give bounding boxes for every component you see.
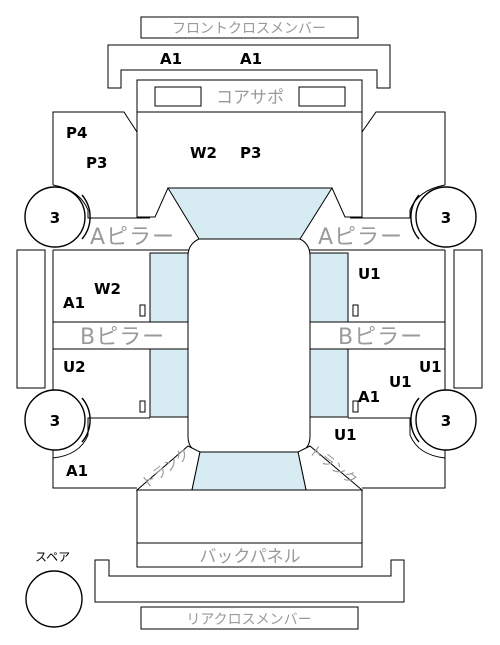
right-side-sill: [453, 249, 483, 389]
core-support: [136, 79, 363, 113]
b-pillar-left: [52, 321, 189, 350]
rear-right-quarter: [348, 417, 446, 459]
right-front-window: [309, 252, 349, 323]
core-support-right-slot: [298, 86, 346, 107]
rear-cross-member: [140, 606, 359, 630]
front-bumper-code-right: A1: [240, 50, 262, 68]
wheel-front-left: 3: [24, 186, 91, 248]
hood-code-p3: P3: [240, 144, 261, 162]
right-rear-code-a1: A1: [358, 388, 380, 406]
right-front-door-code-u1: U1: [358, 265, 381, 283]
spare-tire: [25, 570, 83, 628]
right-rear-door-handle: [352, 400, 359, 413]
right-rear-code-u1-b: U1: [389, 373, 412, 391]
a-pillar-left-label: Aピラー: [90, 225, 175, 250]
rear-bumper: [94, 559, 405, 603]
spare-label: スペア: [35, 550, 70, 564]
wheel-rear-left-label: 3: [50, 412, 60, 430]
wheel-front-right: 3: [410, 186, 477, 248]
front-left-fender: [52, 111, 150, 219]
front-cross-member: [140, 16, 359, 39]
left-rear-window: [149, 348, 189, 418]
rear-left-quarter: [52, 417, 150, 459]
core-support-label: コアサポ: [216, 88, 284, 108]
core-support-left-slot: [154, 86, 202, 107]
b-pillar-right-label: Bピラー: [338, 325, 423, 350]
wheel-front-left-label: 3: [50, 209, 60, 227]
rear-left-code-a1: A1: [66, 462, 88, 480]
roof: [187, 238, 311, 453]
back-panel-label: バックパネル: [199, 547, 300, 567]
right-rear-code-u1-c: U1: [334, 426, 357, 444]
trunk-lid: [136, 489, 363, 544]
right-rear-window: [309, 348, 349, 418]
left-rear-door-handle: [139, 400, 146, 413]
rear-window: [191, 451, 307, 491]
right-front-door-handle: [352, 304, 359, 317]
left-rear-door-code-u2: U2: [63, 358, 86, 376]
front-left-code-p3: P3: [86, 154, 107, 172]
wheel-rear-right: 3: [410, 389, 477, 451]
front-bumper-code-left: A1: [160, 50, 182, 68]
right-rear-code-u1-a: U1: [419, 358, 442, 376]
back-panel: [136, 542, 363, 568]
left-front-door-code-w2: W2: [94, 280, 121, 298]
hood-code-w2: W2: [190, 144, 217, 162]
b-pillar-right: [309, 321, 446, 350]
wheel-rear-left: 3: [24, 389, 91, 451]
front-right-fender: [350, 111, 446, 219]
left-side-sill: [16, 249, 46, 389]
rear-cross-member-label: リアクロスメンバー: [186, 612, 311, 628]
front-cross-member-label: フロントクロスメンバー: [172, 21, 326, 37]
wheel-rear-right-label: 3: [441, 412, 451, 430]
wheel-front-right-label: 3: [441, 209, 451, 227]
windshield: [167, 187, 333, 240]
a-pillar-right-label: Aピラー: [318, 225, 403, 250]
front-bumper: [107, 44, 391, 89]
left-front-door-code-a1: A1: [63, 294, 85, 312]
left-front-door-handle: [139, 304, 146, 317]
left-front-window: [149, 252, 189, 323]
front-left-code-p4: P4: [66, 124, 87, 142]
b-pillar-left-label: Bピラー: [80, 325, 165, 350]
